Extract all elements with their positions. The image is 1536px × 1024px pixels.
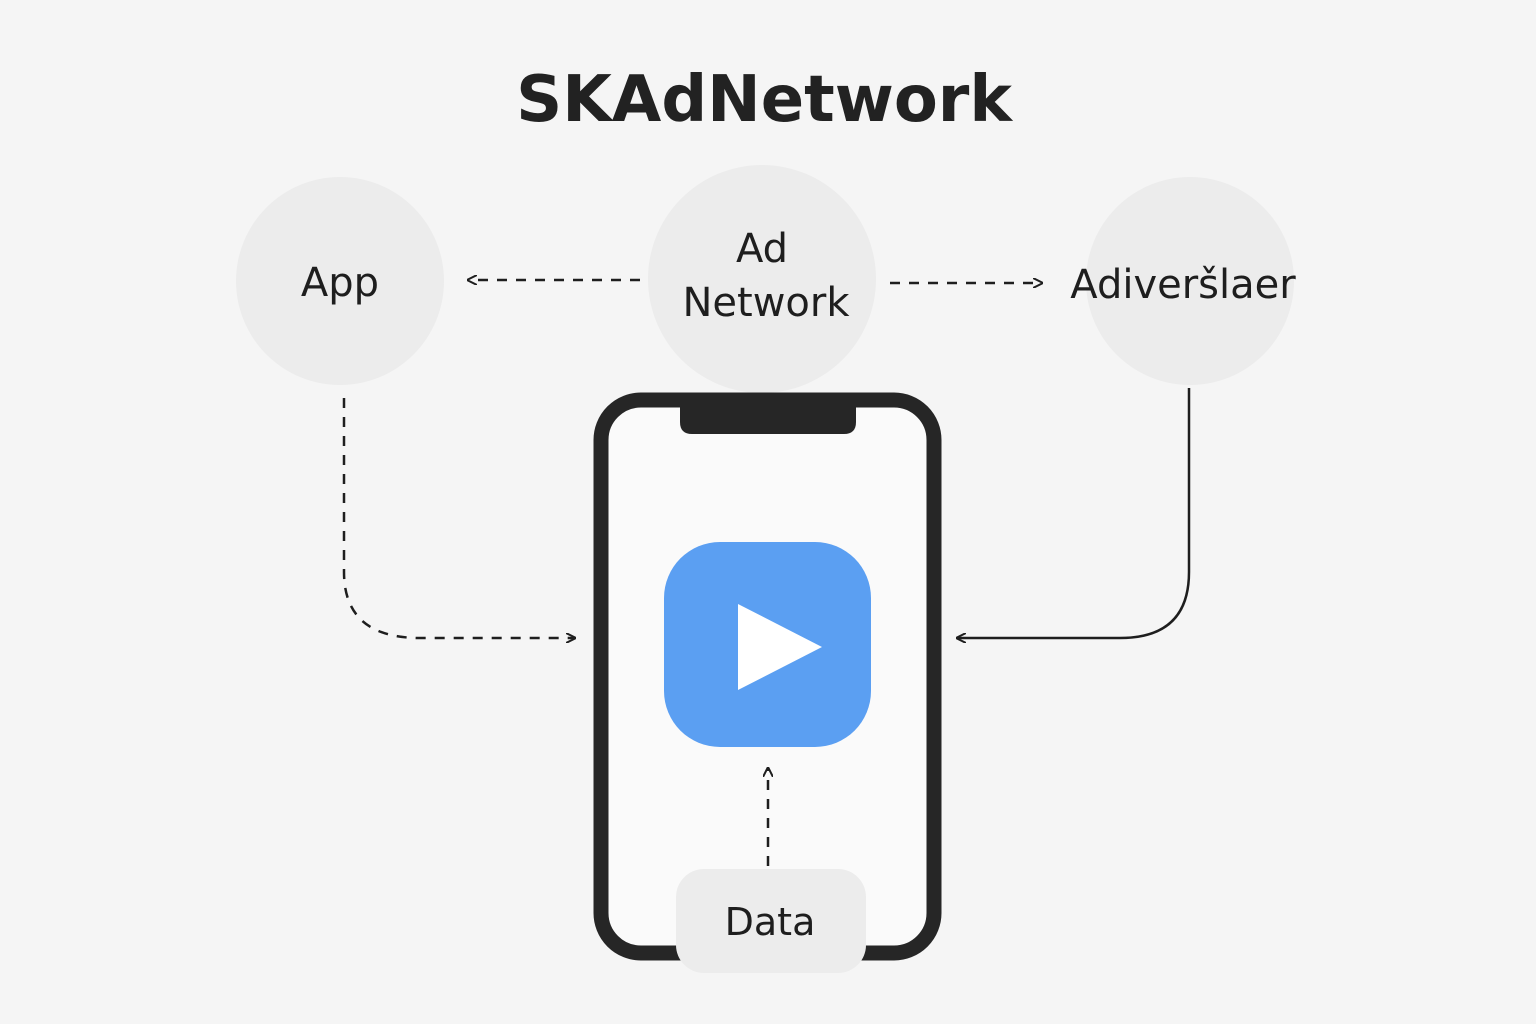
node-advertiser-circle [1086,177,1294,385]
node-ad-network-label-line1: Ad [736,226,788,272]
diagram-title: SKAdNetwork [516,63,1013,137]
node-advertiser-label: Adiveršlaer [1070,262,1296,308]
phone-notch [680,407,856,434]
node-ad-network: Ad Network [648,165,876,393]
arrow-advertiser-to-phone [957,388,1191,638]
node-data-label: Data [725,900,816,944]
arrow-app-to-phone [342,398,575,638]
play-icon[interactable] [664,542,871,747]
node-advertiser: Adiveršlaer [1070,177,1296,385]
node-app-circle [236,177,444,385]
node-ad-network-label-line2: Network [682,280,850,326]
node-app-label: App [301,260,379,306]
node-app: App [236,177,444,385]
node-ad-network-circle [648,165,876,393]
play-icon-glyph [738,604,822,690]
node-data-box [676,869,866,973]
node-data: Data [676,869,866,973]
